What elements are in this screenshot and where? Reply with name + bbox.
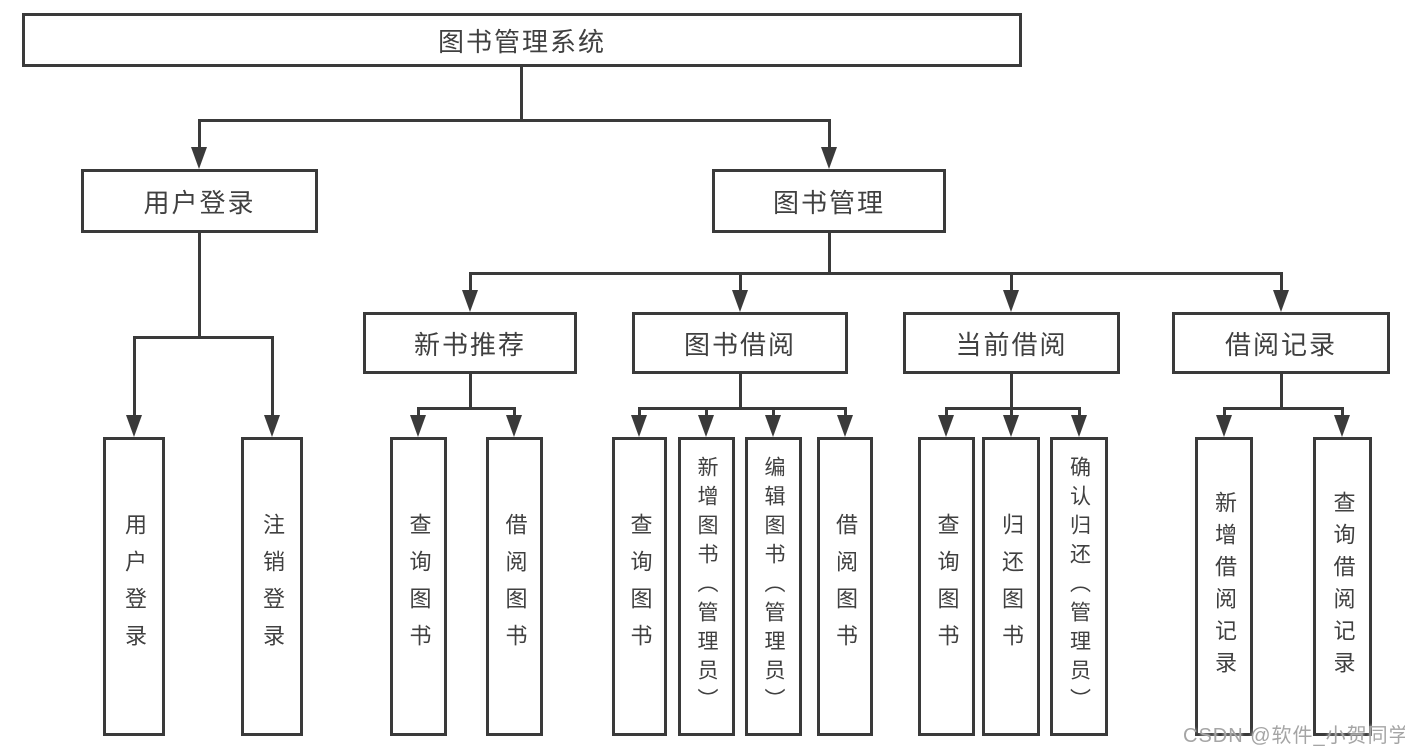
leaf-current-query-books: 查询图书 bbox=[918, 437, 975, 736]
connector-line bbox=[271, 336, 274, 417]
arrow-down-icon bbox=[410, 415, 426, 437]
leaf-add-borrow-record-label: 新增借阅记录 bbox=[1212, 490, 1237, 683]
connector-line bbox=[638, 407, 641, 418]
connector-line bbox=[844, 407, 847, 418]
arrow-down-icon bbox=[506, 415, 522, 437]
connector-line bbox=[772, 407, 775, 418]
connector-line bbox=[469, 374, 472, 408]
leaf-user-login: 用户登录 bbox=[103, 437, 165, 736]
arrow-down-icon bbox=[191, 147, 207, 169]
leaf-confirm-return-admin-label: 确认归还（管理员） bbox=[1067, 456, 1091, 717]
node-book-borrowing-label: 图书借阅 bbox=[683, 329, 796, 360]
leaf-user-login-label: 用户登录 bbox=[122, 512, 147, 661]
node-current-borrowing-label: 当前借阅 bbox=[955, 329, 1068, 360]
node-user-login-label: 用户登录 bbox=[143, 187, 256, 218]
connector-line bbox=[1078, 407, 1081, 418]
connector-line bbox=[1341, 407, 1344, 418]
node-current-borrowing: 当前借阅 bbox=[903, 312, 1120, 374]
connector-line bbox=[198, 233, 201, 337]
leaf-borrow-query-books-label: 查询图书 bbox=[627, 512, 653, 661]
leaf-logout: 注销登录 bbox=[241, 437, 303, 736]
arrow-down-icon bbox=[1003, 415, 1019, 437]
connector-line bbox=[828, 233, 831, 273]
connector-line bbox=[1010, 407, 1013, 418]
connector-line bbox=[513, 407, 516, 418]
leaf-recommend-borrow-books: 借阅图书 bbox=[486, 437, 543, 736]
connector-line bbox=[133, 336, 136, 417]
connector-line bbox=[417, 407, 420, 418]
leaf-query-borrow-record: 查询借阅记录 bbox=[1313, 437, 1372, 736]
connector-line bbox=[945, 407, 948, 418]
connector-line bbox=[1280, 374, 1283, 408]
node-root: 图书管理系统 bbox=[22, 13, 1022, 67]
connector-line bbox=[945, 407, 1081, 410]
leaf-borrow-books: 借阅图书 bbox=[817, 437, 873, 736]
connector-line bbox=[739, 374, 742, 408]
connector-line bbox=[638, 407, 847, 410]
leaf-add-books-admin: 新增图书（管理员） bbox=[678, 437, 735, 736]
arrow-down-icon bbox=[938, 415, 954, 437]
connector-line bbox=[1010, 272, 1013, 292]
node-borrowing-records-label: 借阅记录 bbox=[1224, 329, 1337, 360]
leaf-recommend-query-books-label: 查询图书 bbox=[406, 512, 432, 661]
connector-line bbox=[705, 407, 708, 418]
leaf-borrow-books-label: 借阅图书 bbox=[833, 512, 858, 661]
arrow-down-icon bbox=[1273, 290, 1289, 312]
node-user-login: 用户登录 bbox=[81, 169, 318, 233]
leaf-return-books: 归还图书 bbox=[982, 437, 1040, 736]
arrow-down-icon bbox=[837, 415, 853, 437]
node-book-management-label: 图书管理 bbox=[772, 187, 885, 218]
node-new-book-recommend-label: 新书推荐 bbox=[413, 329, 526, 360]
arrow-down-icon bbox=[631, 415, 647, 437]
node-book-management: 图书管理 bbox=[712, 169, 946, 233]
connector-line bbox=[1223, 407, 1344, 410]
arrow-down-icon bbox=[732, 290, 748, 312]
arrow-down-icon bbox=[821, 147, 837, 169]
arrow-down-icon bbox=[462, 290, 478, 312]
connector-line bbox=[828, 119, 831, 151]
node-root-label: 图书管理系统 bbox=[437, 26, 606, 57]
leaf-edit-books-admin: 编辑图书（管理员） bbox=[745, 437, 802, 736]
connector-line bbox=[469, 272, 472, 292]
csdn-watermark: CSDN @软件_小贺同学 bbox=[1183, 725, 1405, 747]
node-borrowing-records: 借阅记录 bbox=[1172, 312, 1390, 374]
arrow-down-icon bbox=[126, 415, 142, 437]
arrow-down-icon bbox=[1334, 415, 1350, 437]
arrow-down-icon bbox=[765, 415, 781, 437]
connector-line bbox=[1010, 374, 1013, 408]
arrow-down-icon bbox=[1216, 415, 1232, 437]
connector-line bbox=[739, 272, 742, 292]
leaf-borrow-query-books: 查询图书 bbox=[612, 437, 667, 736]
leaf-confirm-return-admin: 确认归还（管理员） bbox=[1050, 437, 1108, 736]
arrow-down-icon bbox=[698, 415, 714, 437]
connector-line bbox=[198, 119, 201, 151]
leaf-return-books-label: 归还图书 bbox=[999, 512, 1024, 661]
connector-line bbox=[1280, 272, 1283, 292]
arrow-down-icon bbox=[1003, 290, 1019, 312]
arrow-down-icon bbox=[264, 415, 280, 437]
leaf-query-borrow-record-label: 查询借阅记录 bbox=[1330, 490, 1356, 683]
node-new-book-recommend: 新书推荐 bbox=[363, 312, 577, 374]
leaf-logout-label: 注销登录 bbox=[260, 512, 285, 661]
connector-line bbox=[1223, 407, 1226, 418]
connector-line bbox=[520, 66, 523, 120]
connector-line bbox=[417, 407, 516, 410]
arrow-down-icon bbox=[1071, 415, 1087, 437]
node-book-borrowing: 图书借阅 bbox=[632, 312, 848, 374]
connector-line bbox=[469, 272, 1283, 275]
leaf-add-borrow-record: 新增借阅记录 bbox=[1195, 437, 1253, 736]
leaf-recommend-query-books: 查询图书 bbox=[390, 437, 447, 736]
leaf-edit-books-admin-label: 编辑图书（管理员） bbox=[762, 456, 785, 717]
leaf-recommend-borrow-books-label: 借阅图书 bbox=[502, 512, 528, 661]
leaf-current-query-books-label: 查询图书 bbox=[934, 512, 960, 661]
connector-line bbox=[133, 336, 274, 339]
connector-line bbox=[198, 119, 831, 122]
leaf-add-books-admin-label: 新增图书（管理员） bbox=[695, 456, 718, 717]
